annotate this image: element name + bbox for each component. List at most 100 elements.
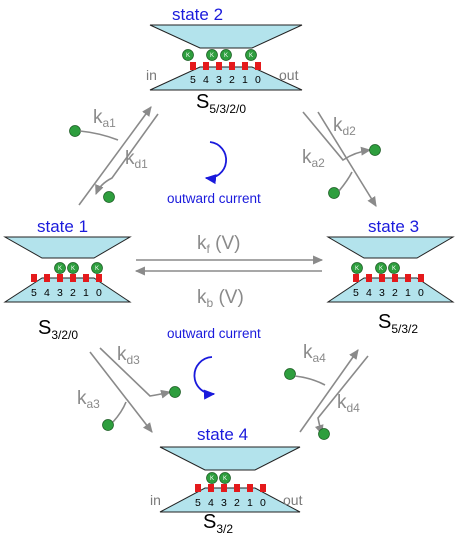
state-4-site-numbers: 5 4 3 2 1 0: [195, 497, 266, 509]
svg-text:K: K: [210, 476, 214, 482]
svg-text:5: 5: [190, 74, 196, 86]
upper-outward-current-label: outward current: [167, 191, 261, 206]
kd2-label: kd2: [333, 115, 356, 138]
state-3-site-numbers: 5 4 3 2 1 0: [353, 287, 424, 299]
svg-text:3: 3: [379, 287, 385, 299]
svg-text:3: 3: [57, 287, 63, 299]
svg-text:1: 1: [242, 74, 248, 86]
state-1-ions: K K K: [54, 262, 103, 274]
transition-1-4: [89, 347, 172, 433]
svg-text:0: 0: [255, 74, 261, 86]
svg-text:K: K: [249, 53, 253, 59]
svg-text:0: 0: [418, 287, 424, 299]
ka3-ion: [102, 419, 114, 431]
state-3-lower-cone: [326, 277, 455, 303]
state-1: state 1 K K K 5 4 3 2 1 0 S3/2/0: [3, 217, 132, 342]
lower-outward-current-label: outward current: [167, 326, 261, 341]
state-4-sites: [195, 484, 266, 492]
svg-text:2: 2: [70, 287, 76, 299]
kb-label: kb (V): [197, 287, 244, 310]
ka2-ion: [328, 187, 340, 199]
svg-text:K: K: [186, 53, 190, 59]
state-1-site-numbers: 5 4 3 2 1 0: [31, 287, 102, 299]
state-2-sites: [190, 62, 261, 70]
kd3-label: kd3: [117, 344, 140, 367]
svg-text:2: 2: [234, 497, 240, 509]
kd4-label: kd4: [337, 392, 360, 415]
state-4-title: state 4: [197, 425, 248, 444]
state-1-lower-cone: [3, 277, 132, 303]
kd1-arrow: [95, 113, 159, 196]
kd1-label: kd1: [125, 148, 148, 171]
state-1-upper-cone: [3, 236, 132, 259]
kd2-arrow: [302, 111, 372, 162]
svg-text:5: 5: [31, 287, 37, 299]
transition-2-3: [302, 111, 377, 207]
state-2-title: state 2: [172, 5, 223, 24]
state-4-upper-cone: [159, 446, 301, 471]
svg-text:K: K: [95, 266, 99, 272]
ka2-arrow: [317, 111, 377, 207]
state-3-sites: [353, 274, 424, 282]
svg-text:4: 4: [208, 497, 214, 509]
state-3-ions: K K K: [351, 262, 400, 274]
state-2-in-label: in: [146, 67, 157, 83]
state-2-symbol: S5/3/2/0: [196, 91, 246, 116]
kd4-ion: [318, 428, 330, 440]
ka1-arrow: [78, 106, 152, 206]
svg-text:K: K: [379, 266, 383, 272]
upper-cycle-arrow-icon: [204, 141, 228, 185]
svg-text:3: 3: [221, 497, 227, 509]
kf-kb-transition: [134, 255, 324, 276]
state-1-title: state 1: [37, 217, 88, 236]
svg-text:0: 0: [96, 287, 102, 299]
state-3-symbol: S5/3/2: [378, 311, 418, 336]
svg-text:K: K: [355, 266, 359, 272]
ka4-label: ka4: [303, 342, 326, 365]
state-2-upper-cone: [149, 24, 303, 49]
svg-text:K: K: [210, 53, 214, 59]
kd3-arrow: [99, 347, 172, 399]
state-2-out-label: out: [279, 67, 299, 83]
state-3: state 3 K K K 5 4 3 2 1 0 S5/3/2: [326, 217, 455, 336]
svg-text:3: 3: [216, 74, 222, 86]
svg-text:1: 1: [247, 497, 253, 509]
svg-text:4: 4: [366, 287, 372, 299]
svg-text:K: K: [71, 266, 75, 272]
state-3-title: state 3: [368, 217, 419, 236]
svg-text:K: K: [58, 266, 62, 272]
ka3-label: ka3: [77, 388, 100, 411]
ka4-ion: [284, 368, 296, 380]
state-1-sites: [31, 274, 102, 282]
state-1-symbol: S3/2/0: [38, 317, 78, 342]
state-4-out-label: out: [283, 492, 303, 508]
svg-text:K: K: [224, 53, 228, 59]
ka4-arrow: [299, 349, 359, 433]
svg-text:2: 2: [229, 74, 235, 86]
svg-text:5: 5: [353, 287, 359, 299]
lower-cycle-arrow-icon: [193, 356, 216, 400]
state-2: state 2 K K K K 5 4 3 2 1 0 in out: [146, 5, 303, 116]
kf-label: kf (V): [197, 233, 240, 256]
kd3-ion: [169, 386, 181, 398]
state-4-in-label: in: [150, 492, 161, 508]
ka2-label: ka2: [302, 147, 325, 170]
ka1-ion: [69, 125, 81, 137]
svg-text:1: 1: [405, 287, 411, 299]
ka3-arrow: [89, 351, 153, 433]
state-3-upper-cone: [326, 236, 455, 259]
kd2-ion: [369, 144, 381, 156]
kd1-ion: [103, 191, 115, 203]
state-4-symbol: S3/2: [203, 511, 233, 536]
svg-text:5: 5: [195, 497, 201, 509]
svg-text:4: 4: [203, 74, 209, 86]
state-2-site-numbers: 5 4 3 2 1 0: [190, 74, 261, 86]
svg-text:K: K: [223, 476, 227, 482]
transition-1-2: [78, 106, 159, 206]
svg-text:4: 4: [44, 287, 50, 299]
svg-text:0: 0: [260, 497, 266, 509]
state-2-ions: K K K K: [182, 49, 257, 61]
state-4: state 4 K K 5 4 3 2 1 0 in out S3/2: [150, 425, 303, 536]
svg-text:K: K: [392, 266, 396, 272]
